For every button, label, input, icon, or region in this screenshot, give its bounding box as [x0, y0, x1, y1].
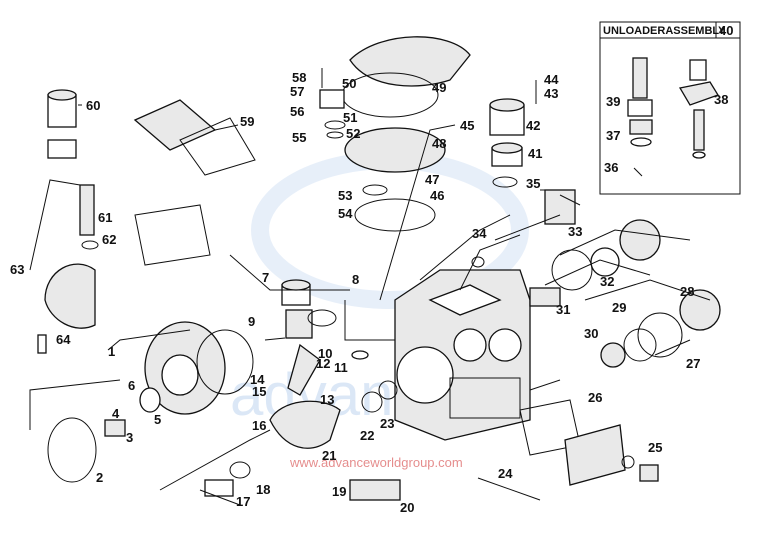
callout-62: 62 — [102, 232, 116, 247]
liner-group — [489, 80, 537, 188]
gasket-set — [134, 204, 211, 266]
piston-group — [264, 279, 369, 396]
callout-64: 64 — [56, 332, 71, 347]
unloader-assembly-inset: UNLOADERASSEMBLY 40 — [599, 21, 741, 195]
callout-6: 6 — [128, 378, 135, 393]
callout-26: 26 — [588, 390, 602, 405]
connecting-rod — [287, 343, 321, 396]
watermark-url: www.advanceworldgroup.com — [289, 455, 463, 470]
callout-53: 53 — [338, 188, 352, 203]
callout-58: 58 — [292, 70, 306, 85]
oil-pump-group — [37, 89, 256, 354]
callout-20: 20 — [400, 500, 414, 515]
callout-14: 14 — [250, 372, 265, 387]
callout-2: 2 — [96, 470, 103, 485]
callout-15: 15 — [252, 384, 266, 399]
callout-31: 31 — [556, 302, 570, 317]
callout-13: 13 — [320, 392, 334, 407]
callout-50: 50 — [342, 76, 356, 91]
unloader-bracket — [678, 81, 719, 106]
callout-25: 25 — [648, 440, 662, 455]
callout-12: 12 — [316, 356, 330, 371]
callout-33: 33 — [568, 224, 582, 239]
valve-plate-gasket — [354, 198, 436, 232]
callout-8: 8 — [352, 272, 359, 287]
oil-pump-cover — [133, 99, 217, 151]
callout-28: 28 — [680, 284, 694, 299]
callout-44: 44 — [544, 72, 559, 87]
callout-23: 23 — [380, 416, 394, 431]
callout-19: 19 — [332, 484, 346, 499]
callout-1: 1 — [108, 344, 115, 359]
callout-56: 56 — [290, 104, 304, 119]
right-side-group — [471, 189, 721, 501]
callout-24: 24 — [498, 466, 513, 481]
callout-16: 16 — [252, 418, 266, 433]
callout-4: 4 — [112, 406, 120, 421]
callout-47: 47 — [425, 172, 439, 187]
callout-51: 51 — [343, 110, 357, 125]
head-cover-group — [319, 36, 471, 232]
callout-29: 29 — [612, 300, 626, 315]
callout-35: 35 — [526, 176, 540, 191]
inset-title: UNLOADERASSEMBLY — [603, 25, 726, 37]
callout-60: 60 — [86, 98, 100, 113]
callout-36: 36 — [604, 160, 618, 175]
callout-11: 11 — [334, 360, 348, 375]
callout-43: 43 — [544, 86, 558, 101]
callout-48: 48 — [432, 136, 446, 151]
callout-57: 57 — [290, 84, 304, 99]
callout-61: 61 — [98, 210, 112, 225]
unloader-spring — [632, 57, 648, 99]
front-gasket — [47, 417, 97, 483]
callout-17: 17 — [236, 494, 250, 509]
callout-39: 39 — [606, 94, 620, 109]
callout-34: 34 — [472, 226, 487, 241]
callout-55: 55 — [292, 130, 306, 145]
unloader-rod — [693, 109, 705, 151]
callout-46: 46 — [430, 188, 444, 203]
callout-9: 9 — [248, 314, 255, 329]
callout-18: 18 — [256, 482, 270, 497]
callout-52: 52 — [346, 126, 360, 141]
callout-27: 27 — [686, 356, 700, 371]
unloader-body — [629, 119, 653, 135]
callout-10: 10 — [318, 346, 332, 361]
unloader-piston — [627, 99, 653, 117]
oil-pump-gasket — [179, 117, 256, 176]
crankcase-body — [394, 269, 531, 441]
crankshaft — [269, 400, 341, 449]
callout-5: 5 — [154, 412, 161, 427]
leader-lines — [29, 104, 711, 506]
callout-22: 22 — [360, 428, 374, 443]
callout-3: 3 — [126, 430, 133, 445]
inset-number: 40 — [719, 23, 733, 38]
oil-sump-plate — [349, 479, 401, 501]
housing-gasket — [196, 329, 254, 395]
callout-37: 37 — [606, 128, 620, 143]
piston — [285, 309, 313, 339]
callout-41: 41 — [528, 146, 542, 161]
callout-30: 30 — [584, 326, 598, 341]
callout-32: 32 — [600, 274, 614, 289]
callout-38: 38 — [714, 92, 728, 107]
front-cover-group — [47, 321, 401, 501]
callout-21: 21 — [322, 448, 336, 463]
callout-49: 49 — [432, 80, 446, 95]
valve-plate — [344, 127, 446, 173]
callout-45: 45 — [460, 118, 474, 133]
callout-63: 63 — [10, 262, 24, 277]
callout-42: 42 — [526, 118, 540, 133]
head-cover — [349, 36, 471, 87]
callout-7: 7 — [262, 270, 269, 285]
crankcase-end-cover — [44, 263, 96, 329]
side-cover — [564, 424, 626, 486]
callout-54: 54 — [338, 206, 353, 221]
callout-59: 59 — [240, 114, 254, 129]
